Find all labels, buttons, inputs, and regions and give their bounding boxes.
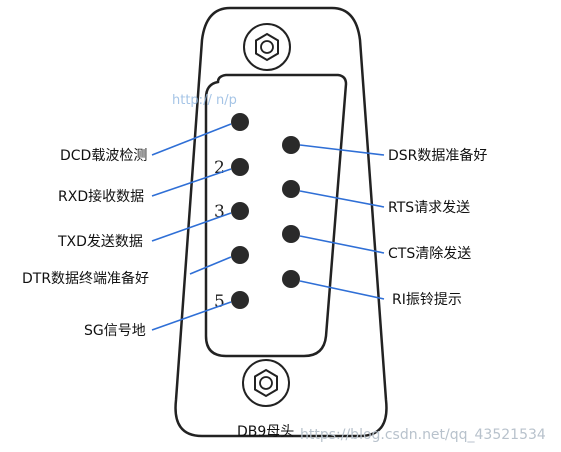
leader-line-sg xyxy=(151,301,232,331)
leader-line-rts xyxy=(299,190,385,208)
leader-line-cts xyxy=(299,235,385,254)
left-pin-5 xyxy=(231,291,249,309)
left-pin-1 xyxy=(231,113,249,131)
right-pin-8 xyxy=(282,225,300,243)
leader-line-ri xyxy=(299,280,385,300)
left-pin-group xyxy=(231,113,249,309)
connector-title: DB9母头 xyxy=(237,424,294,440)
label-dsr: DSR数据准备好 xyxy=(388,147,487,164)
label-cts: CTS清除发送 xyxy=(388,246,471,262)
left-pin-4 xyxy=(231,246,249,264)
label-rts: RTS请求发送 xyxy=(388,200,470,216)
watermark-text: https://blog.csdn.net/qq_43521534 xyxy=(300,427,546,443)
pin-number-5: 5 xyxy=(214,292,225,312)
left-pin-2 xyxy=(231,158,249,176)
leader-line-txd xyxy=(151,212,232,242)
pin-number-3: 3 xyxy=(214,202,225,222)
right-pin-6 xyxy=(282,136,300,154)
label-rxd: RXD接收数据 xyxy=(58,188,144,205)
bottom-mounting-screw xyxy=(242,359,290,407)
label-txd: TXD发送数据 xyxy=(57,234,143,250)
pin-number-2: 2 xyxy=(214,158,225,178)
label-sg: SG信号地 xyxy=(84,323,146,339)
leader-line-dtr xyxy=(189,256,232,275)
right-pin-group xyxy=(282,136,300,288)
leader-line-rxd xyxy=(151,168,232,197)
left-pin-3 xyxy=(231,202,249,220)
leader-line-dsr xyxy=(299,144,385,156)
right-pin-7 xyxy=(282,180,300,198)
top-mounting-screw xyxy=(243,23,291,71)
right-leader-lines xyxy=(299,144,385,300)
connector-inner-housing xyxy=(204,73,348,358)
leader-line-dcd xyxy=(151,123,232,156)
top-watermark-text: http:// n/p xyxy=(172,93,237,108)
label-ri: RI振铃提示 xyxy=(392,292,462,308)
label-dcd: DCD载波检测 xyxy=(60,148,147,164)
label-dtr: DTR数据终端准备好 xyxy=(22,270,149,287)
left-leader-lines xyxy=(151,123,232,331)
right-pin-9 xyxy=(282,270,300,288)
